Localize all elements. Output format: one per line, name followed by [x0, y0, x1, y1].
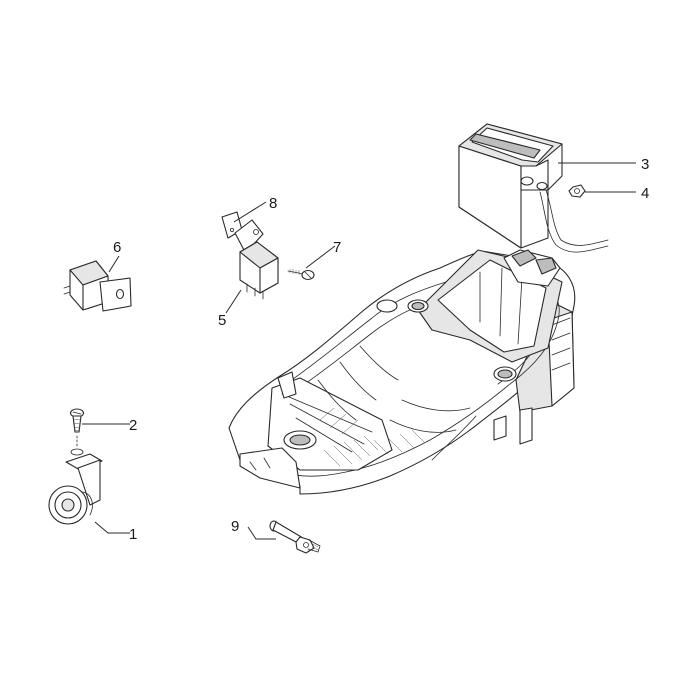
- callout-2: 2: [129, 417, 137, 434]
- battery-terminal-nut: [568, 184, 586, 198]
- horn: [48, 448, 103, 525]
- callout-1: 1: [129, 526, 137, 543]
- callout-5: 5: [218, 312, 226, 329]
- bolt: [269, 520, 321, 554]
- callout-4: 4: [641, 185, 649, 202]
- battery: [458, 123, 609, 253]
- callout-8: 8: [269, 195, 277, 212]
- callout-3: 3: [641, 156, 649, 173]
- relay-screw: [287, 269, 315, 281]
- relay-6: [63, 260, 132, 312]
- callout-6: 6: [113, 239, 121, 256]
- relay-bracket-assembly: [221, 211, 279, 300]
- horn-screw: [69, 408, 85, 449]
- underseat-compartment: [228, 249, 576, 495]
- leader-lines: [82, 162, 636, 540]
- callout-7: 7: [333, 239, 341, 256]
- callout-9: 9: [231, 518, 239, 535]
